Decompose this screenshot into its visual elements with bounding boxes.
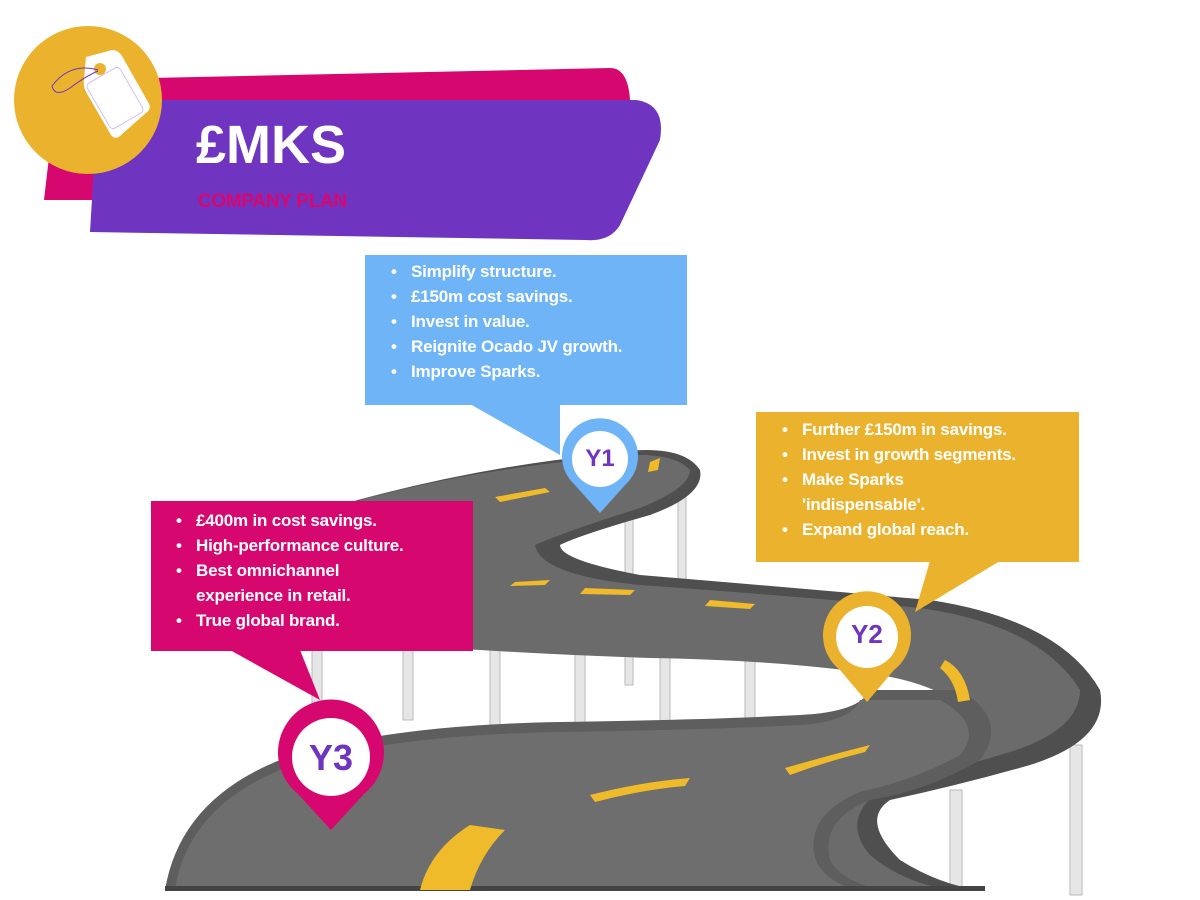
price-tag-icon	[51, 50, 150, 138]
pin-y2	[822, 591, 911, 702]
page-subtitle: COMPANY PLAN	[198, 191, 347, 212]
banner-front-purple	[90, 100, 661, 241]
lane-dash	[580, 588, 635, 595]
lane-dash	[495, 488, 550, 502]
list-item: Improve Sparks.	[389, 359, 622, 384]
milestone-y2-list: Further £150m in savings. Invest in grow…	[780, 417, 1065, 542]
road-base-edge	[165, 886, 985, 891]
header-banner	[14, 26, 661, 241]
pillar	[489, 639, 501, 726]
pillar	[1069, 744, 1083, 896]
list-item: Best omnichannel experience in retail.	[174, 558, 386, 608]
list-item: Invest in value.	[389, 309, 622, 334]
milestone-y2-bubble: Further £150m in savings. Invest in grow…	[780, 417, 1065, 542]
pin-y1	[562, 418, 639, 513]
lane-dash	[510, 580, 550, 586]
milestone-y3-list: £400m in cost savings. High-performance …	[174, 508, 464, 633]
lane-dash	[648, 458, 660, 472]
list-item: True global brand.	[174, 608, 464, 633]
milestone-y3-bubble: £400m in cost savings. High-performance …	[174, 508, 464, 633]
pillar	[402, 639, 414, 721]
lane-markings	[420, 458, 970, 890]
list-item: £400m in cost savings.	[174, 508, 464, 533]
lane-dash	[785, 745, 870, 775]
list-item: Invest in growth segments.	[780, 442, 1065, 467]
lane-dash	[705, 600, 755, 609]
lane-dash	[590, 778, 690, 802]
pin-y1-label: Y1	[585, 445, 615, 472]
list-item: Expand global reach.	[780, 517, 1065, 542]
list-item: High-performance culture.	[174, 533, 464, 558]
lane-dash	[940, 660, 970, 702]
milestone-y1-list: Simplify structure. £150m cost savings. …	[389, 259, 623, 384]
pin-y3-label: Y3	[308, 737, 354, 778]
list-item: Make Sparks 'indispensable'.	[780, 467, 952, 517]
list-item: Reignite Ocado JV growth.	[389, 334, 623, 359]
page-title: £MKS	[196, 115, 347, 175]
list-item: Simplify structure.	[389, 259, 622, 284]
pillar	[949, 789, 963, 891]
lane-dash	[420, 825, 505, 890]
pin-y2-label: Y2	[851, 619, 883, 649]
milestone-y1-bubble: Simplify structure. £150m cost savings. …	[389, 259, 623, 384]
pin-y3	[278, 699, 384, 830]
list-item: £150m cost savings.	[389, 284, 622, 309]
list-item: Further £150m in savings.	[780, 417, 1065, 442]
